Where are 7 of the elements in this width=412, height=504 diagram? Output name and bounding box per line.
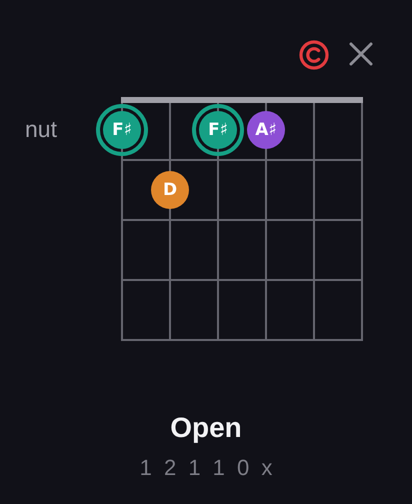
note-dot: A♯ (247, 111, 285, 149)
nut-label: nut (25, 116, 57, 142)
note-dot: D (151, 171, 189, 209)
note-dot: F♯ (192, 104, 244, 156)
fingering-text: 1 2 1 1 0 x (140, 455, 276, 480)
note-dot: F♯ (96, 104, 148, 156)
chord-name: Open (169, 414, 243, 442)
